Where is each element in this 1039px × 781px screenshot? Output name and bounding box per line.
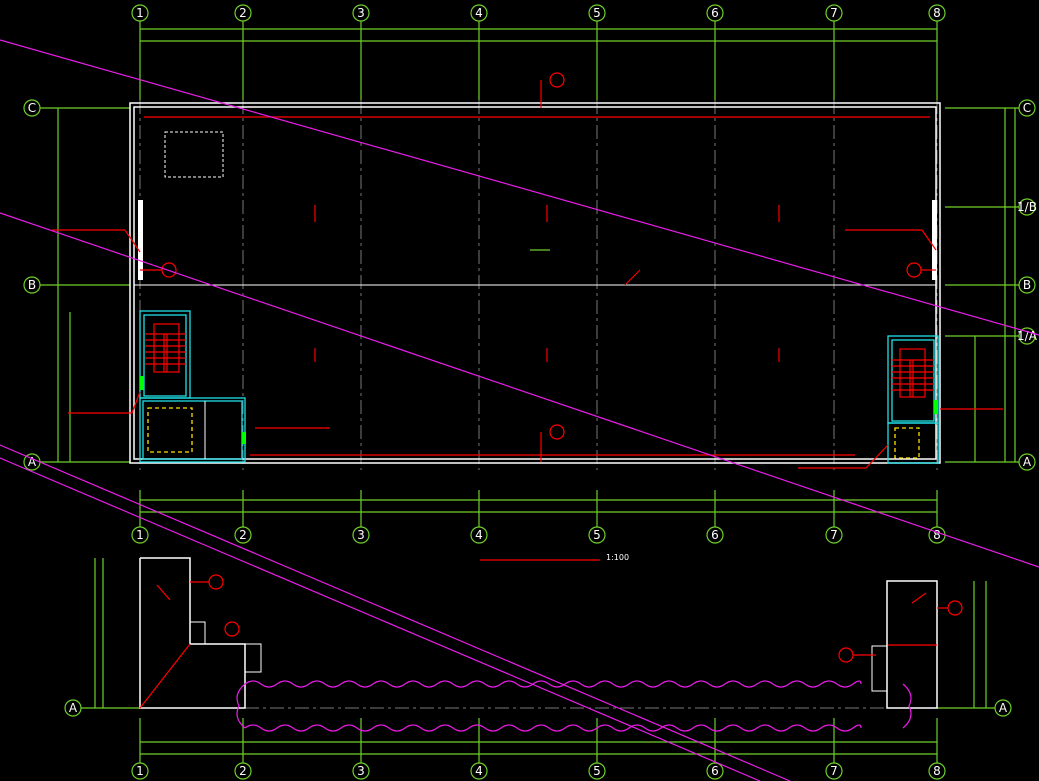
window-right [932, 200, 937, 280]
grid-bubble [352, 762, 370, 780]
grid-label: 2 [239, 528, 247, 542]
lower-floor-plan: 1:100 [139, 553, 963, 732]
grid-bubble [588, 526, 606, 544]
grid-bubble [131, 526, 149, 544]
grid-bubble [23, 276, 41, 294]
grid-bubble [994, 699, 1012, 717]
grid-label: 5 [593, 764, 601, 778]
grid-bubble [825, 4, 843, 22]
grid-label: A [999, 701, 1008, 715]
grid-bubble [470, 4, 488, 22]
grid-label: A [69, 701, 78, 715]
grid-label: 2 [239, 6, 247, 20]
grid-label: 1 [136, 764, 144, 778]
grid-bubble [234, 4, 252, 22]
grid-bubble [352, 526, 370, 544]
grid-label: 7 [830, 528, 838, 542]
main-floor-plan [52, 72, 1003, 469]
grid-label: 1/A [1017, 329, 1038, 343]
grid-bubble [1018, 276, 1036, 294]
grid-bubble [1018, 99, 1036, 117]
grid-bubble [825, 762, 843, 780]
grid-label: 7 [830, 764, 838, 778]
grid-bubble [928, 4, 946, 22]
grid-label: 2 [239, 764, 247, 778]
grid-bubble [825, 526, 843, 544]
grid-label: A [1023, 455, 1032, 469]
grid-label: 1/B [1017, 200, 1037, 214]
grid-bubble [706, 526, 724, 544]
grid-bubble [131, 4, 149, 22]
grid-label: 6 [711, 6, 719, 20]
grid-label: B [1023, 278, 1031, 292]
grid-bubble [470, 526, 488, 544]
grid-bubble [131, 762, 149, 780]
grid-label: 8 [933, 764, 941, 778]
grid-label: 3 [357, 6, 365, 20]
grid-label: 3 [357, 528, 365, 542]
grid-bubble [352, 4, 370, 22]
grid-label: A [28, 455, 37, 469]
grid-label: C [1023, 101, 1031, 115]
grid-bubble [588, 762, 606, 780]
scale-label: 1:100 [606, 553, 629, 562]
grid-label: B [28, 278, 36, 292]
grid-bubble [1018, 198, 1036, 216]
top-dimension-lines [57, 28, 1016, 755]
grid-bubble [1018, 327, 1036, 345]
grid-bubble [1018, 453, 1036, 471]
grid-label: 4 [475, 764, 483, 778]
grid-label: 5 [593, 528, 601, 542]
grid-label: 4 [475, 528, 483, 542]
grid-label: 8 [933, 6, 941, 20]
grid-label: 1 [136, 528, 144, 542]
grid-label: 8 [933, 528, 941, 542]
grid-label: 5 [593, 6, 601, 20]
window-left [138, 200, 143, 280]
grid-label: 4 [475, 6, 483, 20]
grid-label: 7 [830, 6, 838, 20]
grid-bubble [234, 762, 252, 780]
section-lines[interactable] [0, 39, 1039, 781]
grid-label: 1 [136, 6, 144, 20]
grid-label: 6 [711, 764, 719, 778]
grid-label: 6 [711, 528, 719, 542]
grid-bubble [64, 699, 82, 717]
grid-bubble [234, 526, 252, 544]
grid-label: C [28, 101, 36, 115]
grid-bubble [706, 762, 724, 780]
grid-bubble [470, 762, 488, 780]
grid-bubble [588, 4, 606, 22]
grid-bubble [23, 99, 41, 117]
grid-label: 3 [357, 764, 365, 778]
grid-bubble [928, 762, 946, 780]
grid-bubble [706, 4, 724, 22]
